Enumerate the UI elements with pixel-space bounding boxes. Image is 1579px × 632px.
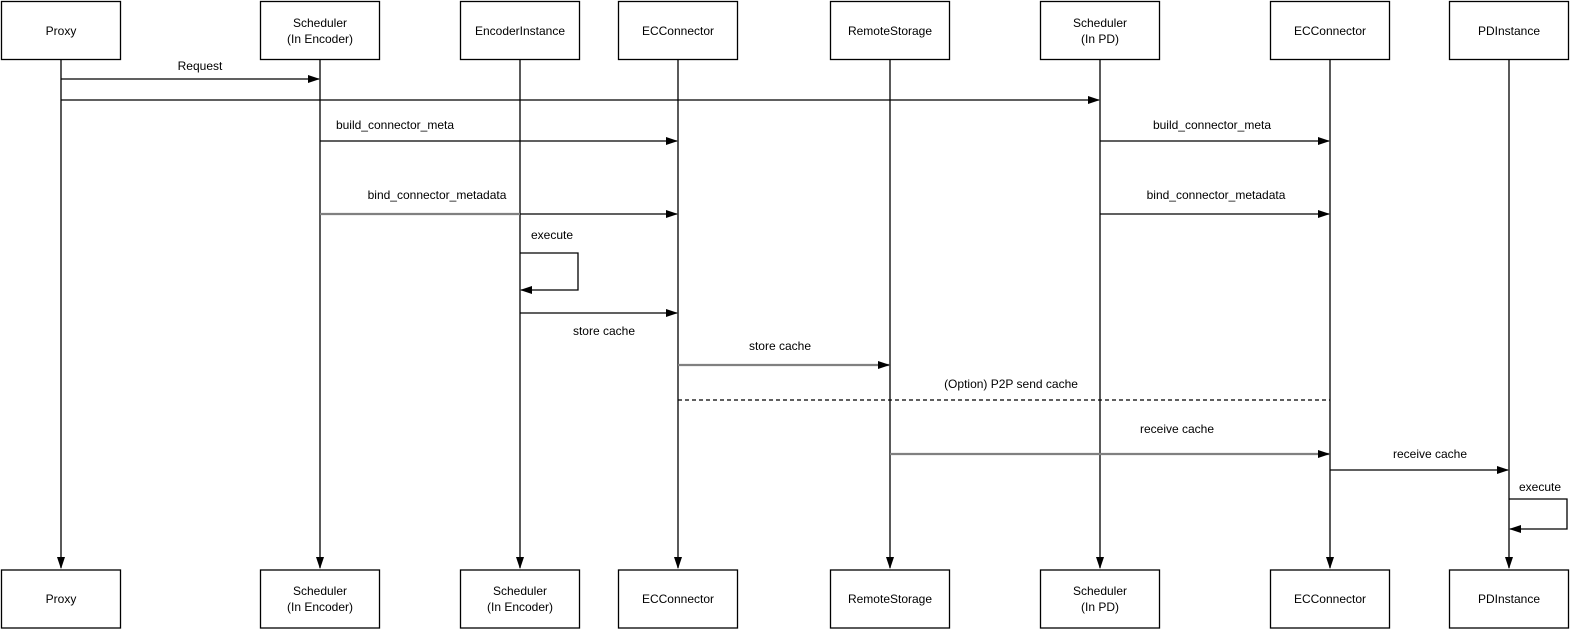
message-label-p2p-send-cache: (Option) P2P send cache <box>944 377 1078 391</box>
actor-label: ECConnector <box>642 24 714 38</box>
actor-box <box>459 0 581 61</box>
message-label-store-cache-to-remote: store cache <box>749 339 811 353</box>
actor-box <box>1039 0 1161 61</box>
actor-top-scheduler-in-pd: Scheduler (In PD) <box>1039 0 1161 61</box>
actor-label-line2: (In PD) <box>1081 32 1119 46</box>
actor-box <box>1448 569 1570 629</box>
message-label-store-cache-to-connector: store cache <box>573 324 635 338</box>
message-label-bind-connector-metadata-pd: bind_connector_metadata <box>1147 188 1286 202</box>
actor-box <box>617 0 739 61</box>
actor-box <box>259 0 381 61</box>
actor-label: PDInstance <box>1478 24 1540 38</box>
actor-top-remote-storage: RemoteStorage <box>829 0 951 61</box>
actor-label: ECConnector <box>1294 592 1366 606</box>
actor-label-line1: Scheduler <box>293 584 347 598</box>
message-label-build-connector-meta-pd: build_connector_meta <box>1153 118 1271 132</box>
actor-label-line1: Scheduler <box>293 16 347 30</box>
actor-boxes-top: Proxy Scheduler (In Encoder) EncoderInst… <box>0 0 1570 61</box>
actor-box <box>1269 0 1391 61</box>
message-selfloop-execute-encoder <box>520 252 579 294</box>
actor-bottom-scheduler-in-encoder: Scheduler (In Encoder) <box>259 569 381 629</box>
actor-bottom-proxy: Proxy <box>0 569 122 629</box>
actor-box <box>1039 569 1161 629</box>
actor-top-ec-connector-encoder: ECConnector <box>617 0 739 61</box>
actor-label-line1: Scheduler <box>493 584 547 598</box>
message-label-request: Request <box>178 59 223 73</box>
actor-label: PDInstance <box>1478 592 1540 606</box>
actor-top-scheduler-in-encoder: Scheduler (In Encoder) <box>259 0 381 61</box>
message-label-receive-cache-to-connector: receive cache <box>1140 422 1214 436</box>
actor-box <box>459 569 581 629</box>
message-label-bind-connector-metadata-encoder: bind_connector_metadata <box>368 188 507 202</box>
actor-label: ECConnector <box>642 592 714 606</box>
actor-box <box>829 569 951 629</box>
actor-box <box>1269 569 1391 629</box>
actor-label-line2: (In Encoder) <box>487 600 553 614</box>
actor-label-line2: (In PD) <box>1081 600 1119 614</box>
actor-bottom-scheduler-in-pd: Scheduler (In PD) <box>1039 569 1161 629</box>
message-label-execute-pd: execute <box>1519 480 1561 494</box>
lifelines <box>57 60 1513 569</box>
actor-top-pd-instance: PDInstance <box>1448 0 1570 61</box>
actor-box <box>0 0 122 61</box>
actor-bottom-scheduler-in-encoder-2: Scheduler (In Encoder) <box>459 569 581 629</box>
message-selfloop-execute-pd <box>1509 498 1568 533</box>
actor-label: RemoteStorage <box>848 24 932 38</box>
actor-box <box>0 569 122 629</box>
actor-bottom-ec-connector-encoder: ECConnector <box>617 569 739 629</box>
message-label-build-connector-meta-encoder: build_connector_meta <box>336 118 454 132</box>
actor-top-proxy: Proxy <box>0 0 122 61</box>
actor-label-line1: Scheduler <box>1073 16 1127 30</box>
actor-bottom-pd-instance: PDInstance <box>1448 569 1570 629</box>
message-label-execute-encoder: execute <box>531 228 573 242</box>
actor-bottom-ec-connector-pd: ECConnector <box>1269 569 1391 629</box>
actor-label: RemoteStorage <box>848 592 932 606</box>
actor-label-line2: (In Encoder) <box>287 600 353 614</box>
actor-label: Proxy <box>46 24 77 38</box>
actor-box <box>617 569 739 629</box>
actor-label-line2: (In Encoder) <box>287 32 353 46</box>
messages: Request build_connector_meta build_conne… <box>61 59 1568 533</box>
actor-top-encoder-instance: EncoderInstance <box>459 0 581 61</box>
actor-label: Proxy <box>46 592 77 606</box>
message-label-receive-cache-to-pd: receive cache <box>1393 447 1467 461</box>
actor-label: EncoderInstance <box>475 24 565 38</box>
actor-box <box>829 0 951 61</box>
actor-label: ECConnector <box>1294 24 1366 38</box>
actor-box <box>1448 0 1570 61</box>
actor-label-line1: Scheduler <box>1073 584 1127 598</box>
actor-top-ec-connector-pd: ECConnector <box>1269 0 1391 61</box>
actor-boxes-bottom: Proxy Scheduler (In Encoder) Scheduler (… <box>0 569 1570 629</box>
actor-bottom-remote-storage: RemoteStorage <box>829 569 951 629</box>
actor-box <box>259 569 381 629</box>
